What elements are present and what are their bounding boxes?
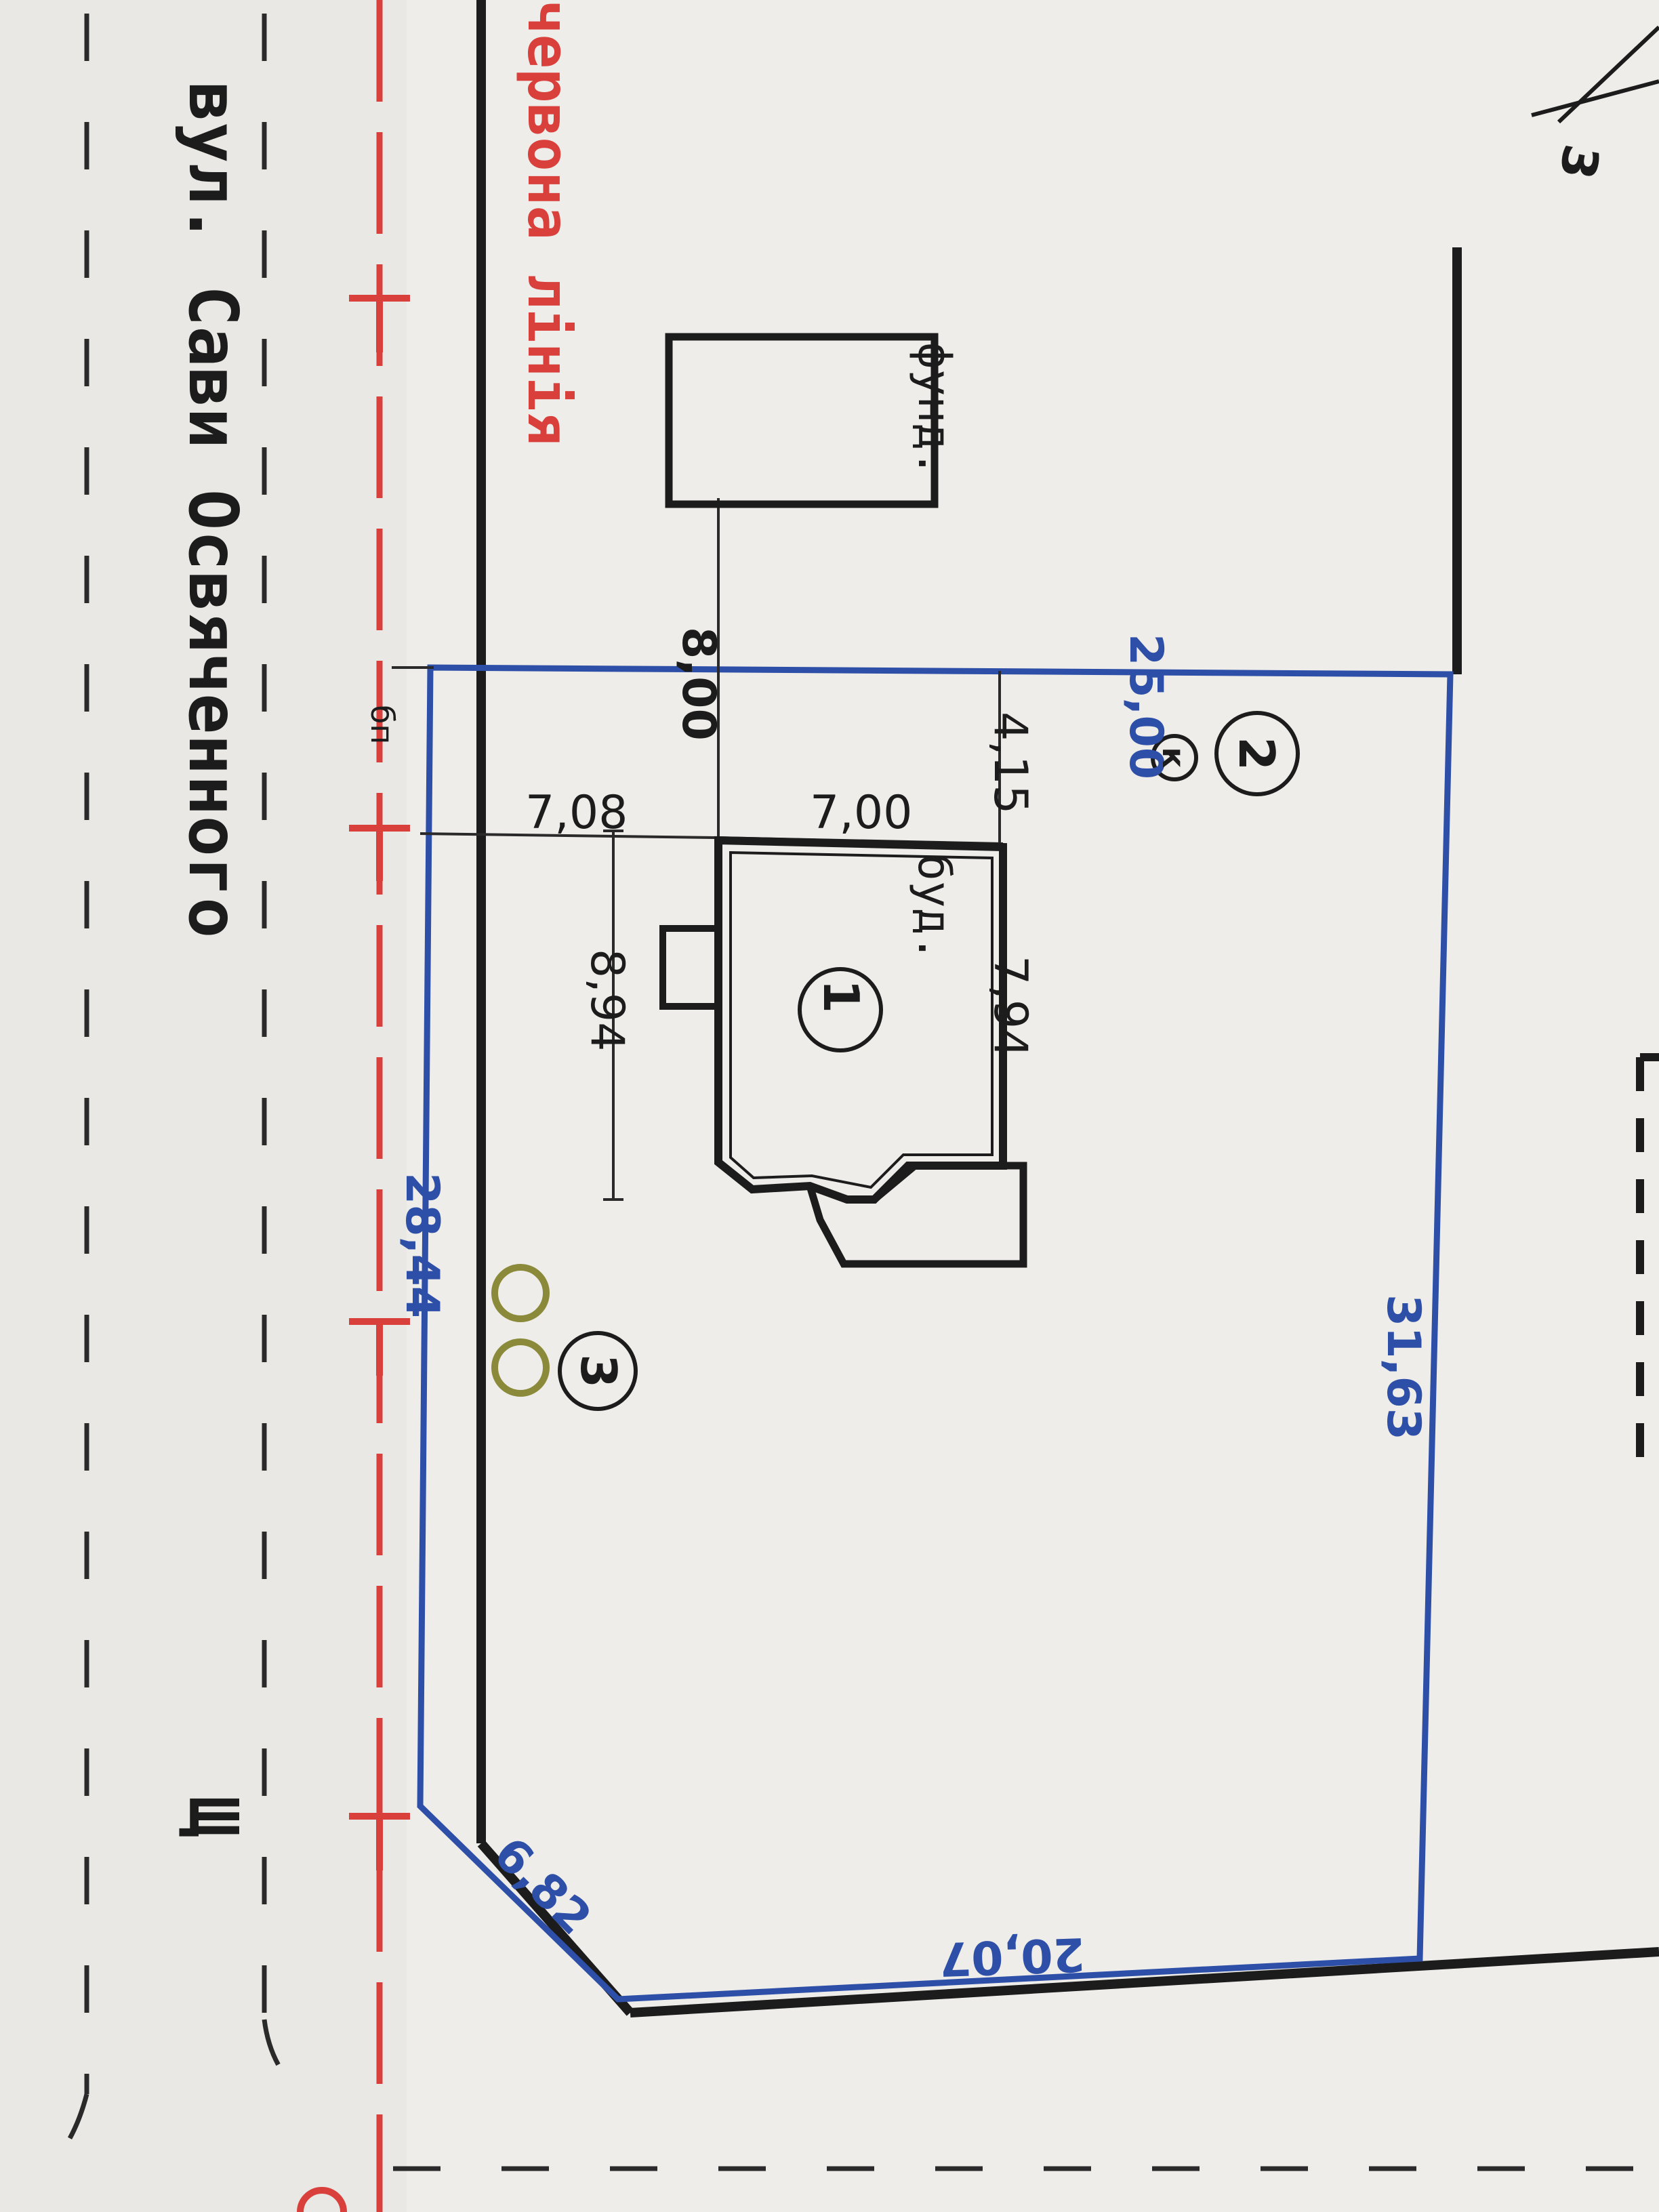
foundation-building [665,333,939,508]
plot-boundary [417,664,1454,2003]
k-marker: к [1155,747,1192,768]
object-number-2: 2 [1228,737,1285,771]
annex [806,1162,1027,1268]
dimension-setback-foundation: 8,00 [672,627,725,741]
dimension-bottom: 20,07 [938,1927,1086,1985]
dimension-building-height: 7,94 [983,956,1037,1058]
foundation-label: фунд. [908,342,960,477]
red-line [349,0,410,2212]
neighbor-plot-dashed [1636,1053,1659,1477]
north-arrow-icon [1531,25,1659,124]
number-markers [558,711,1300,1411]
red-marker [297,2187,347,2212]
road-dashed-lines [45,14,1659,2171]
dimension-setback-top: 4,15 [983,712,1037,814]
dimension-top: 25,00 [1119,634,1172,779]
object-number-3: 3 [570,1354,627,1388]
tree-icon [491,1338,550,1397]
red-line-label: червона лінія [515,0,581,445]
main-building [714,836,1007,1204]
dimension-building-offset: 8,94 [580,949,634,1051]
paper-highlight [407,0,1659,2212]
porch [659,925,722,1010]
street-name: вул. Сави Освяченного [173,81,253,938]
tree-group [491,1264,550,1397]
object-number-1: 1 [813,979,869,1013]
dimension-right: 31,63 [1376,1294,1430,1440]
tree-icon [491,1264,550,1322]
dimension-left: 28,44 [395,1172,449,1318]
dimension-building-width: 7,00 [810,786,912,840]
dimension-setback-left: 7,08 [525,786,628,840]
street-letter: Щ [173,1796,253,1837]
building-label: буд. [908,854,960,962]
bp-marker: бп [364,705,401,744]
main-building-inner [729,851,994,1189]
